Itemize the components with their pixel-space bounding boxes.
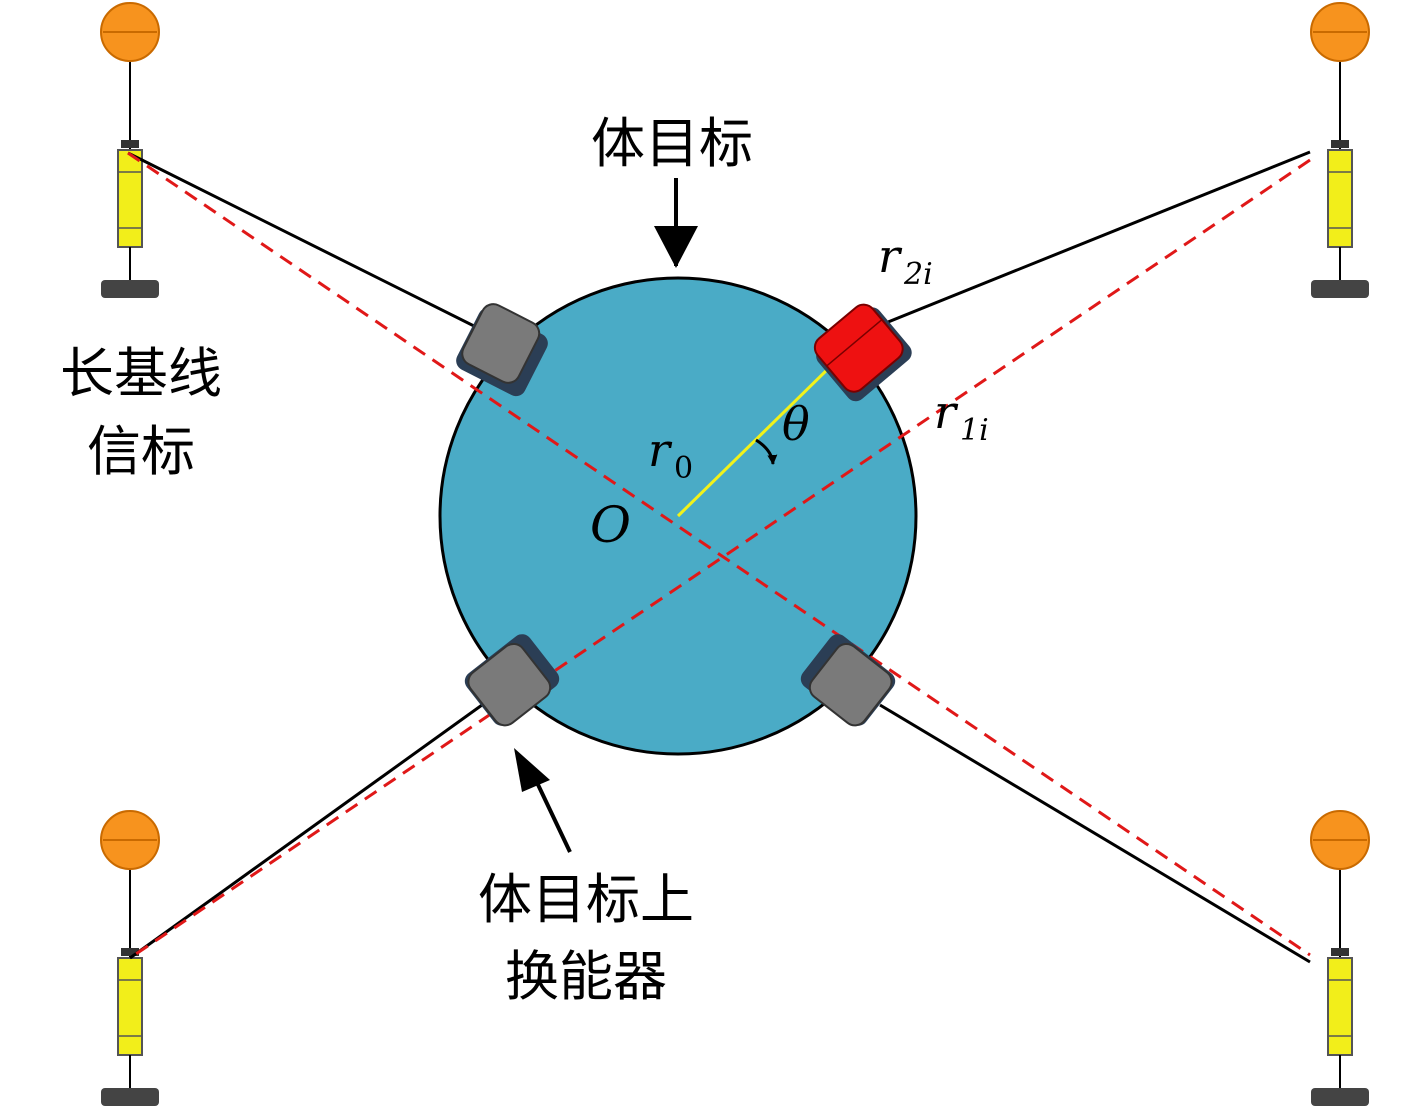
arrow-transducer: [530, 771, 572, 853]
label-r2i-base: r: [878, 229, 903, 283]
range-line-top-left: [127, 151, 489, 335]
label-beacon-line1: 长基线: [60, 342, 222, 405]
range-line-bottom-left: [129, 703, 483, 960]
beacon-anchor-icon: [1311, 1088, 1369, 1106]
label-r1i: r 1i: [934, 385, 989, 448]
label-origin: O: [590, 496, 631, 554]
beacon-anchor-icon: [1311, 280, 1369, 298]
radius-line: [676, 362, 835, 518]
label-r1i-base: r: [934, 385, 959, 439]
label-theta: θ: [782, 397, 810, 451]
range-line-bottom-right: [879, 703, 1311, 964]
label-r2i-sub: 2i: [903, 257, 933, 292]
arrow-transducer-head: [514, 748, 550, 792]
range-line-top-right: [887, 150, 1311, 324]
label-body-target: 体目标: [591, 112, 753, 175]
label-r1i-sub: 1i: [960, 413, 989, 448]
label-transducer-line1: 体目标上: [478, 868, 694, 931]
dashed-line-diag-1: [127, 151, 1311, 957]
transducer-bottom-right: [800, 634, 896, 727]
range-lines-dashed: [127, 151, 1311, 960]
transducer-top-left: [456, 303, 548, 397]
beacon-body-icon: [117, 957, 143, 1056]
transducer-active: [813, 303, 912, 402]
transducer-bottom-left: [464, 634, 560, 727]
range-lines-solid: [127, 150, 1311, 964]
beacon-body-icon: [1327, 957, 1353, 1056]
beacon-bottom-left: [100, 810, 160, 1106]
beacon-body-icon: [117, 149, 143, 248]
arrow-body-target-head: [654, 226, 698, 268]
label-beacon-line2: 信标: [87, 420, 195, 483]
label-r2i: r 2i: [878, 229, 933, 292]
dashed-line-diag-2: [129, 158, 1311, 960]
label-r0-sub: 0: [674, 451, 693, 486]
label-r0: r 0: [648, 423, 693, 486]
label-transducer-line2: 换能器: [505, 945, 667, 1008]
beacon-anchor-icon: [101, 280, 159, 298]
beacon-top-left: [100, 2, 160, 298]
beacon-body-icon: [1327, 149, 1353, 248]
label-r0-base: r: [648, 423, 673, 477]
beacon-anchor-icon: [101, 1088, 159, 1106]
beacon-top-right: [1310, 2, 1370, 298]
theta-arc: [755, 438, 778, 465]
beacon-bottom-right: [1310, 810, 1370, 1106]
